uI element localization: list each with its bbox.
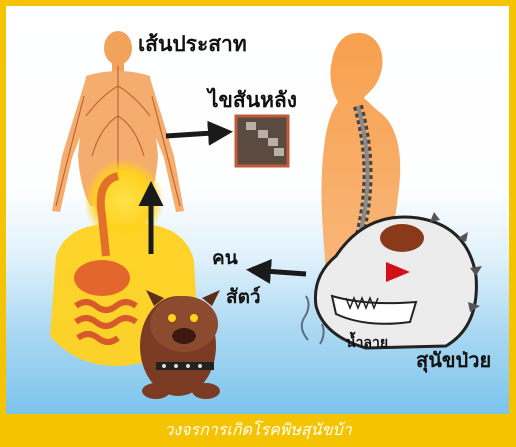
arrow-dog-to-human	[251, 270, 306, 274]
human-label: คน	[212, 243, 238, 273]
spinal-cord-label: ไขสันหลัง	[208, 84, 297, 117]
figure-caption: วงจรการเกิดโรคพิษสุนัขบ้า	[0, 416, 516, 444]
diagram-panel: เส้นประสาท ไขสันหลัง คน สัตว์ น้ำลาย สุน…	[6, 6, 509, 414]
rabid-dog-label: สุนัขป่วย	[416, 344, 491, 376]
nerves-label: เส้นประสาท	[138, 28, 247, 61]
spinal-cord-inset	[236, 116, 288, 166]
arrow-nerves-to-spine	[166, 132, 228, 136]
saliva-label: น้ำลาย	[346, 332, 388, 354]
animal-label: สัตว์	[226, 282, 261, 312]
